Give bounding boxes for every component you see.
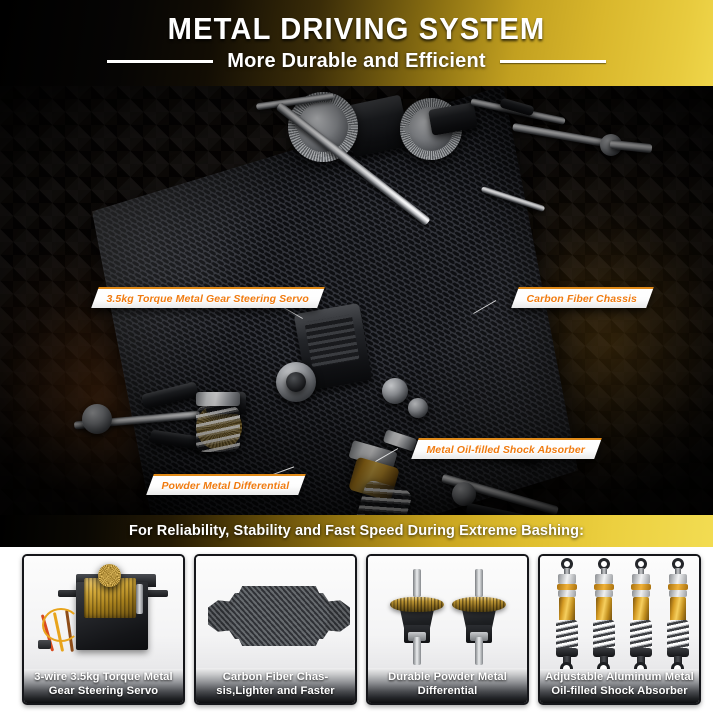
differential-unit-right-icon bbox=[450, 569, 508, 665]
shock-upper-rod bbox=[675, 568, 681, 576]
chassis-product-image bbox=[196, 556, 355, 669]
diff-output-collar bbox=[470, 632, 488, 641]
shock-product-image bbox=[540, 556, 699, 670]
feature-card-strip: 3-wire 3.5kg Torque Metal Gear Steering … bbox=[0, 547, 713, 713]
diff-ring-gear bbox=[452, 597, 506, 612]
differential-product-image bbox=[368, 556, 527, 669]
callout-chassis-label: Carbon Fiber Chassis bbox=[526, 292, 638, 305]
diff-axle-bottom bbox=[475, 637, 483, 665]
shock-alloy-cap bbox=[558, 574, 576, 584]
hero-image: 3.5kg Torque Metal Gear Steering Servo C… bbox=[0, 86, 713, 515]
tagline-bar: For Reliability, Stability and Fast Spee… bbox=[0, 515, 713, 547]
feature-card-chassis[interactable]: Carbon Fiber Chas-sis,Lighter and Faster bbox=[194, 554, 357, 705]
servo-mount-tab-right-icon bbox=[146, 590, 168, 597]
diff-axle-bottom bbox=[413, 637, 421, 665]
shock-oil-body bbox=[559, 597, 575, 623]
shock-lower-stem bbox=[674, 656, 682, 666]
shock-alloy-cap bbox=[669, 574, 687, 584]
shock-alloy-cap bbox=[595, 574, 613, 584]
page-title: METAL DRIVING SYSTEM bbox=[167, 11, 546, 46]
diff-gear-teeth bbox=[452, 597, 506, 612]
callout-shock-absorber: Metal Oil-filled Shock Absorber bbox=[411, 438, 602, 459]
feature-card-servo[interactable]: 3-wire 3.5kg Torque Metal Gear Steering … bbox=[22, 554, 185, 705]
header-subtitle: More Durable and Efficient bbox=[227, 50, 486, 72]
feature-card-differential-label: Durable Powder Metal Differential bbox=[368, 668, 527, 703]
servo-connector-plug-icon bbox=[38, 640, 51, 649]
servo-mount-tab-left-icon bbox=[58, 590, 80, 597]
shock-upper-rod bbox=[638, 568, 644, 576]
shock-preload-ring bbox=[668, 584, 688, 590]
servo-product-image bbox=[24, 556, 183, 670]
shock-collar bbox=[632, 590, 650, 597]
chassis-carbon-weave-icon bbox=[228, 586, 330, 646]
callout-powder-differential: Powder Metal Differential bbox=[146, 474, 306, 495]
shock-spring bbox=[630, 620, 652, 653]
header-banner: METAL DRIVING SYSTEM More Durable and Ef… bbox=[0, 0, 713, 86]
shock-lower-stem bbox=[563, 656, 571, 666]
shock-collar bbox=[595, 590, 613, 597]
header-subtitle-row: More Durable and Efficient bbox=[0, 50, 713, 73]
callout-carbon-chassis: Carbon Fiber Chassis bbox=[511, 287, 654, 308]
shock-preload-ring bbox=[557, 584, 577, 590]
differential-unit-left-icon bbox=[388, 569, 446, 665]
rule-left-icon bbox=[107, 60, 214, 63]
shock-lower-eyelet bbox=[597, 662, 610, 670]
callout-servo-label: 3.5kg Torque Metal Gear Steering Servo bbox=[106, 292, 310, 305]
feature-card-shock[interactable]: Adjustable Aluminum Metal Oil-filled Sho… bbox=[538, 554, 701, 705]
diff-output-collar bbox=[408, 632, 426, 641]
shock-lower-eyelet bbox=[671, 662, 684, 670]
shock-oil-body bbox=[670, 597, 686, 623]
shock-lower-eyelet bbox=[634, 662, 647, 670]
feature-card-shock-label: Adjustable Aluminum Metal Oil-filled Sho… bbox=[540, 669, 699, 703]
feature-card-differential[interactable]: Durable Powder Metal Differential bbox=[366, 554, 529, 705]
shock-spring bbox=[667, 620, 689, 653]
shock-collar bbox=[558, 590, 576, 597]
shock-absorber-1-icon bbox=[554, 558, 580, 670]
shock-oil-body bbox=[596, 597, 612, 623]
shock-alloy-cap bbox=[632, 574, 650, 584]
tagline-text: For Reliability, Stability and Fast Spee… bbox=[128, 523, 584, 539]
servo-output-pinion-icon bbox=[98, 564, 121, 587]
diff-axle-top bbox=[475, 569, 483, 597]
callout-diff-label: Powder Metal Differential bbox=[161, 479, 290, 492]
rule-right-icon bbox=[499, 60, 606, 63]
shock-collar bbox=[669, 590, 687, 597]
shock-lower-cap bbox=[593, 648, 615, 657]
shock-lower-eyelet bbox=[560, 662, 573, 670]
callout-shock-label: Metal Oil-filled Shock Absorber bbox=[426, 443, 586, 456]
shock-lower-cap bbox=[556, 648, 578, 657]
shock-absorber-3-icon bbox=[628, 558, 654, 670]
shock-lower-cap bbox=[667, 648, 689, 657]
shock-oil-body bbox=[633, 597, 649, 623]
shock-spring bbox=[593, 620, 615, 653]
shock-upper-rod bbox=[564, 568, 570, 576]
diff-gear-teeth bbox=[390, 597, 444, 612]
shock-lower-cap bbox=[630, 648, 652, 657]
servo-wire-loop-icon bbox=[42, 608, 80, 642]
shock-preload-ring bbox=[631, 584, 651, 590]
shock-lower-stem bbox=[637, 656, 645, 666]
shock-absorber-4-icon bbox=[665, 558, 691, 670]
diff-ring-gear bbox=[390, 597, 444, 612]
feature-card-servo-label: 3-wire 3.5kg Torque Metal Gear Steering … bbox=[24, 669, 183, 703]
shock-spring bbox=[556, 620, 578, 653]
shock-absorber-2-icon bbox=[591, 558, 617, 670]
callout-steering-servo: 3.5kg Torque Metal Gear Steering Servo bbox=[91, 287, 326, 308]
shock-upper-rod bbox=[601, 568, 607, 576]
servo-internal-shaft bbox=[136, 584, 143, 614]
feature-card-chassis-label: Carbon Fiber Chas-sis,Lighter and Faster bbox=[196, 668, 355, 703]
shock-lower-stem bbox=[600, 656, 608, 666]
diff-axle-top bbox=[413, 569, 421, 597]
shock-preload-ring bbox=[594, 584, 614, 590]
